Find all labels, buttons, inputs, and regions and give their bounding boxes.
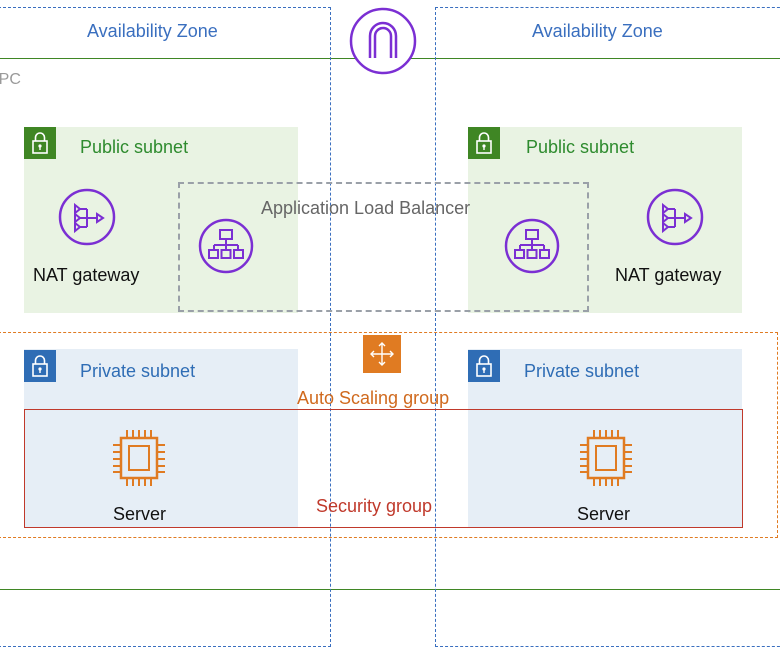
nat-gateway-label-right: NAT gateway <box>615 265 722 285</box>
availability-zone-label-left: Availability Zone <box>87 21 218 41</box>
lock-icon <box>24 350 56 382</box>
security-group-box <box>24 409 743 528</box>
lock-icon <box>468 127 500 159</box>
auto-scaling-group-label: Auto Scaling group <box>297 388 450 408</box>
load-balancer-icon <box>196 216 256 276</box>
load-balancer-label: Application Load Balancer <box>261 198 471 218</box>
internet-gateway-icon <box>348 6 418 76</box>
lock-icon <box>24 127 56 159</box>
availability-zone-right <box>435 7 780 647</box>
private-subnet-left <box>24 349 298 527</box>
ec2-instance-icon <box>107 424 171 492</box>
lock-icon <box>468 350 500 382</box>
nat-gateway-label-left: NAT gateway <box>33 265 140 285</box>
auto-scaling-icon <box>363 335 401 373</box>
public-subnet-right <box>468 127 742 313</box>
private-subnet-label-right: Private subnet <box>524 361 640 381</box>
private-subnet-label-left: Private subnet <box>80 361 196 381</box>
availability-zone-label-right: Availability Zone <box>532 21 663 41</box>
public-subnet-left <box>24 127 298 313</box>
load-balancer-box <box>178 182 589 312</box>
server-label-left: Server <box>113 504 167 524</box>
server-label-right: Server <box>577 504 631 524</box>
public-subnet-label-left: Public subnet <box>80 137 189 157</box>
vpc-label: VPC <box>0 71 21 88</box>
public-subnet-label-right: Public subnet <box>526 137 635 157</box>
vpc-bottom-border <box>0 589 780 590</box>
load-balancer-icon <box>502 216 562 276</box>
auto-scaling-group-box <box>0 332 778 538</box>
nat-gateway-icon <box>57 187 117 247</box>
ec2-instance-icon <box>574 424 638 492</box>
nat-gateway-icon <box>645 187 705 247</box>
security-group-label: Security group <box>316 496 433 516</box>
availability-zone-left <box>0 7 331 647</box>
